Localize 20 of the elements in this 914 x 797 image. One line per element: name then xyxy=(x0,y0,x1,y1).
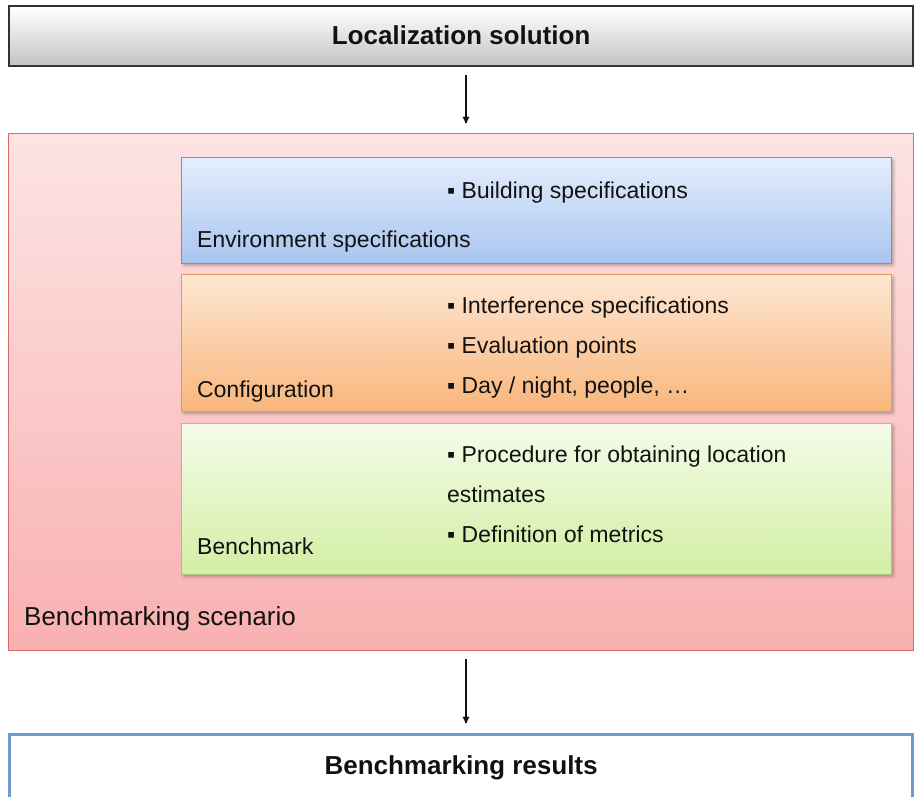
configuration-box xyxy=(181,274,892,412)
bullet-text: ▪ Day / night, people, … xyxy=(447,371,690,400)
bullet-text: ▪ Procedure for obtaining location estimates xyxy=(447,440,788,509)
title-box xyxy=(8,5,914,67)
scenario-panel xyxy=(8,133,914,651)
box-title: Localization solution xyxy=(330,20,592,51)
benchmark-box xyxy=(181,423,892,575)
results-box xyxy=(8,733,914,797)
bullet-text: ▪ Evaluation points xyxy=(447,331,638,360)
environment-box xyxy=(181,157,892,264)
box-heading: Environment specifications xyxy=(197,226,471,253)
box-heading: Benchmark xyxy=(197,533,314,560)
bullet-text: ▪ Definition of metrics xyxy=(447,520,665,549)
box-title: Benchmarking results xyxy=(323,750,599,781)
bullet-text: ▪ Interference specifications xyxy=(447,291,730,320)
box-heading: Configuration xyxy=(197,376,334,403)
arrow xyxy=(462,659,470,724)
panel-heading: Benchmarking scenario xyxy=(24,601,296,632)
arrow xyxy=(462,75,470,124)
bullet-text: ▪ Building specifications xyxy=(447,176,689,205)
